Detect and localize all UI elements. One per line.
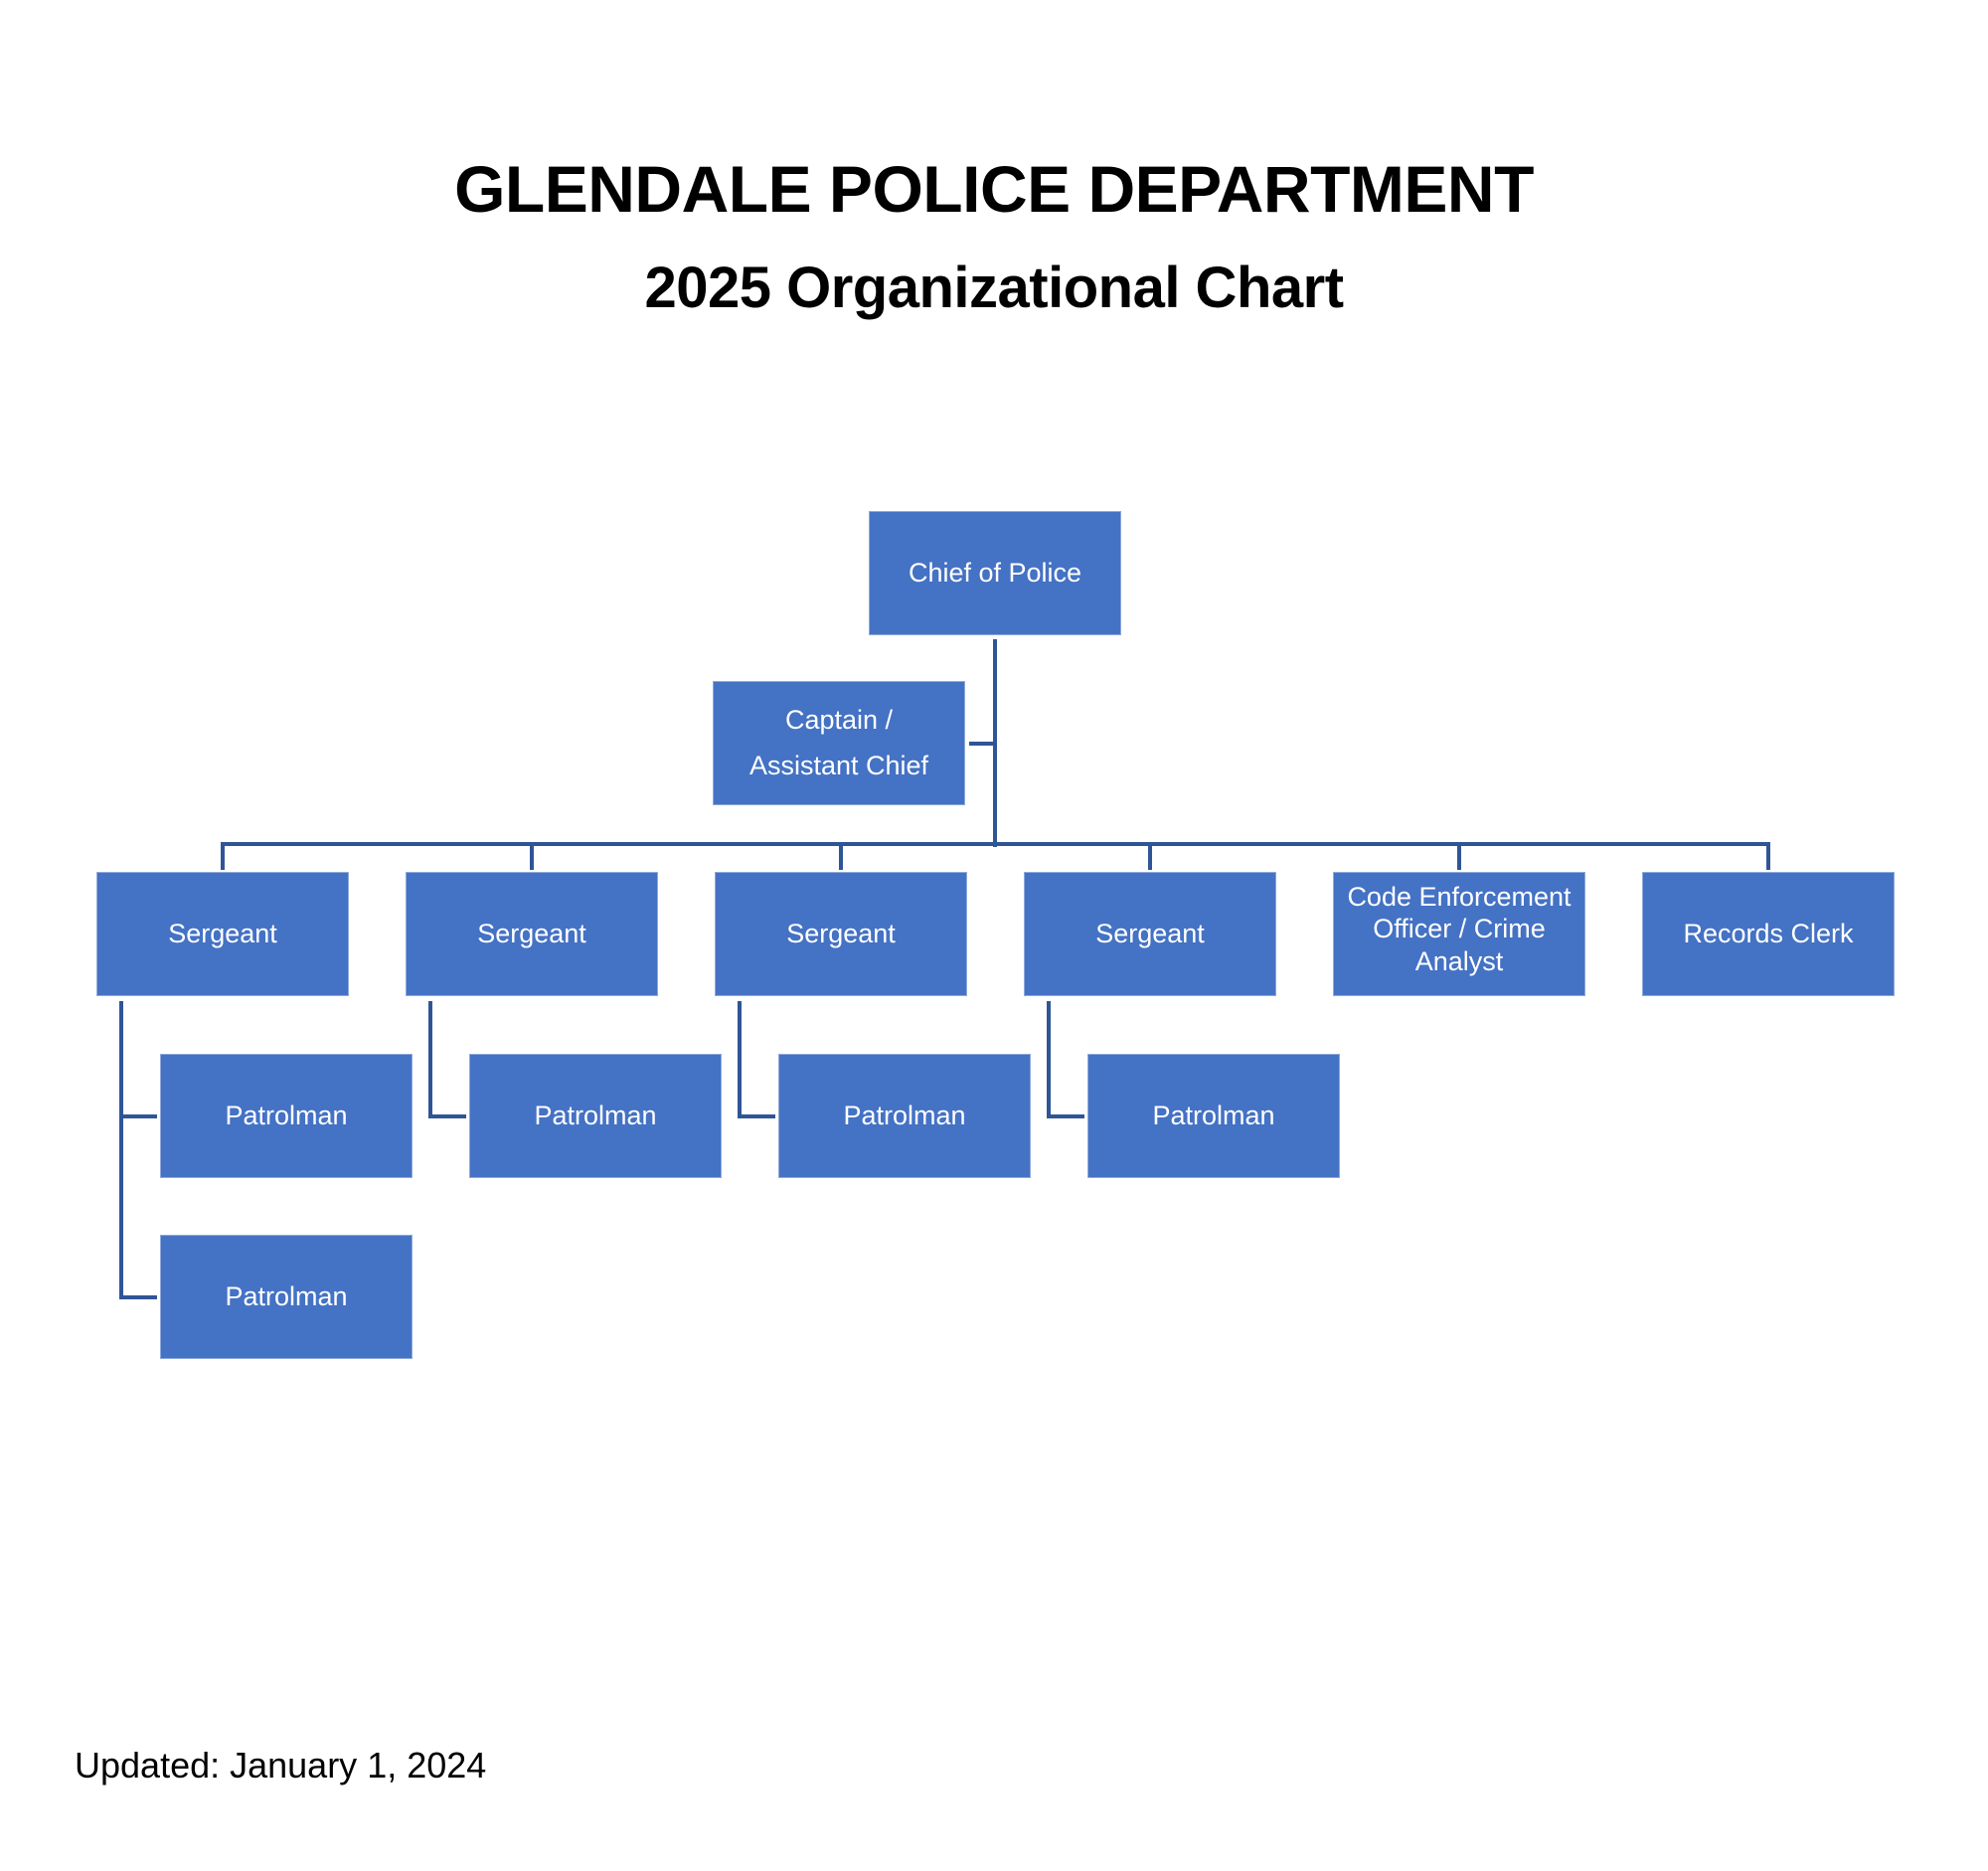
box-patrolman-sgt4: Patrolman [1087,1054,1340,1178]
box-patrolman-sgt3: Patrolman [778,1054,1031,1178]
box-patrolman-sgt1-a: Patrolman [160,1054,413,1178]
page-subtitle: 2025 Organizational Chart [644,255,1344,320]
box-label: Sergeant [477,918,586,948]
connector-sgt3-patrol [738,1114,775,1118]
box-captain-assistant-chief: Captain / Assistant Chief [713,681,965,805]
connector-captain [969,742,995,746]
connector-sgt1-patrol1 [119,1114,157,1118]
connector-stub-sgt1 [221,842,225,870]
connector-sgt3-vertical [738,1001,742,1118]
connector-sgt4-vertical [1047,1001,1051,1118]
connector-sgt2-vertical [428,1001,432,1118]
page-title: GLENDALE POLICE DEPARTMENT [454,152,1534,226]
connector-sgt1-patrol2 [119,1295,157,1299]
connector-bus [221,842,1770,846]
box-sergeant-1: Sergeant [96,872,349,996]
box-label: Patrolman [843,1100,966,1130]
connector-stub-code-enforcement [1457,842,1461,870]
box-code-enforcement-officer: Code Enforcement Officer / Crime Analyst [1333,872,1585,996]
box-patrolman-sgt1-b: Patrolman [160,1235,413,1359]
connector-chief-trunk [993,639,997,847]
box-label: Sergeant [168,918,277,948]
box-label: Captain / Assistant Chief [748,704,929,780]
connector-sgt1-vertical [119,1001,123,1299]
box-label: Code Enforcement Officer / Crime Analyst [1347,882,1572,976]
box-chief-of-police: Chief of Police [869,511,1121,635]
box-patrolman-sgt2: Patrolman [469,1054,722,1178]
box-sergeant-3: Sergeant [715,872,967,996]
box-label: Patrolman [225,1280,348,1311]
connector-sgt2-patrol [428,1114,466,1118]
box-label: Sergeant [1095,918,1205,948]
box-label: Patrolman [1152,1100,1275,1130]
connector-sgt4-patrol [1047,1114,1084,1118]
box-label: Chief of Police [908,557,1082,588]
box-label: Patrolman [225,1100,348,1130]
connector-stub-sgt4 [1148,842,1152,870]
box-label: Sergeant [786,918,896,948]
box-label: Records Clerk [1683,918,1854,948]
box-sergeant-2: Sergeant [406,872,658,996]
box-sergeant-4: Sergeant [1024,872,1276,996]
connector-stub-sgt3 [839,842,843,870]
connector-stub-records [1766,842,1770,870]
connector-stub-sgt2 [530,842,534,870]
box-label: Patrolman [534,1100,657,1130]
box-records-clerk: Records Clerk [1642,872,1895,996]
updated-date: Updated: January 1, 2024 [75,1745,487,1786]
